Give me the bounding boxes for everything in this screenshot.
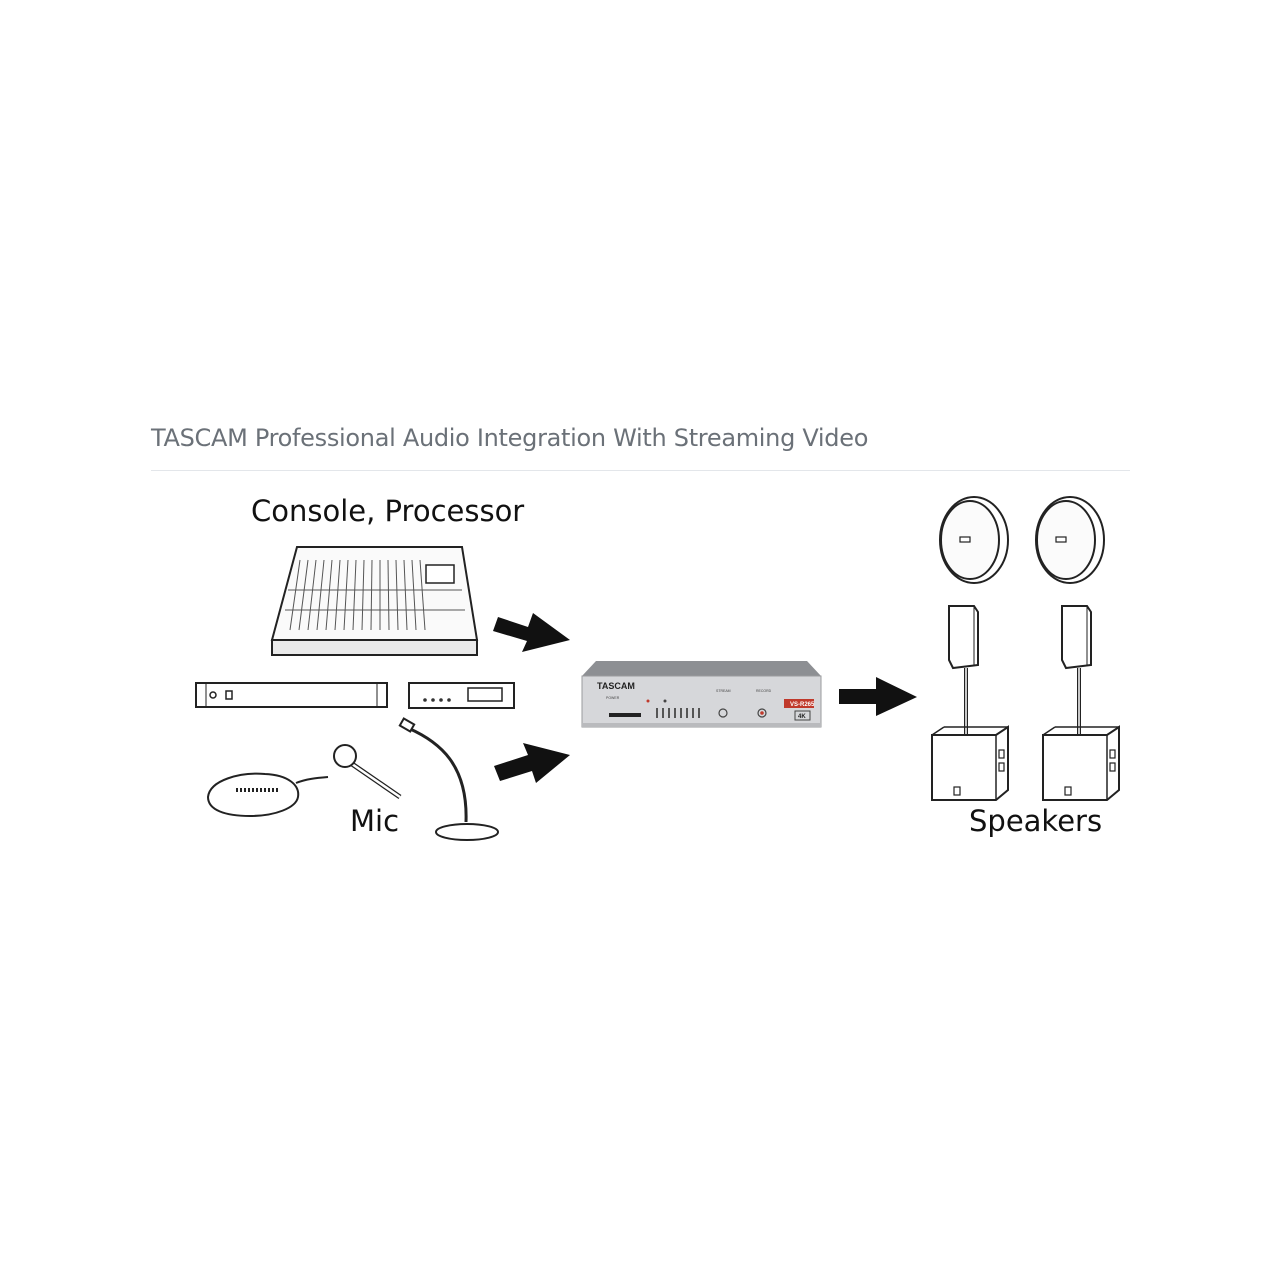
pa-speaker-left-icon <box>931 605 1009 801</box>
title-divider <box>151 470 1130 471</box>
mixing-console-icon <box>270 546 479 656</box>
arrow-mic-to-device-icon <box>494 743 570 783</box>
label-mic: Mic <box>350 804 400 838</box>
boundary-mic-icon <box>206 772 329 818</box>
ceiling-speaker-left-icon <box>939 496 1009 584</box>
tascam-streaming-device: TASCAM POWER STREAM RECORD VS-R265 4K <box>581 661 822 728</box>
rack-processor-icon <box>195 682 388 708</box>
handheld-mic-icon <box>333 744 402 800</box>
device-stream-text: STREAM <box>716 689 731 693</box>
label-console-processor: Console, Processor <box>251 494 525 528</box>
device-brand-text: TASCAM <box>597 681 635 691</box>
gooseneck-mic-icon <box>398 717 499 841</box>
device-model-text: VS-R265 <box>790 702 815 708</box>
page-title: TASCAM Professional Audio Integration Wi… <box>151 424 869 452</box>
arrow-console-to-device-icon <box>493 613 570 652</box>
signal-processor-icon <box>408 682 515 709</box>
device-power-text: POWER <box>606 696 620 700</box>
device-4k-badge: 4K <box>798 714 806 720</box>
ceiling-speaker-right-icon <box>1035 496 1105 584</box>
device-record-text: RECORD <box>756 689 772 693</box>
arrow-device-to-speakers-icon <box>839 677 917 716</box>
pa-speaker-right-icon <box>1042 605 1120 801</box>
label-speakers: Speakers <box>969 804 1103 838</box>
